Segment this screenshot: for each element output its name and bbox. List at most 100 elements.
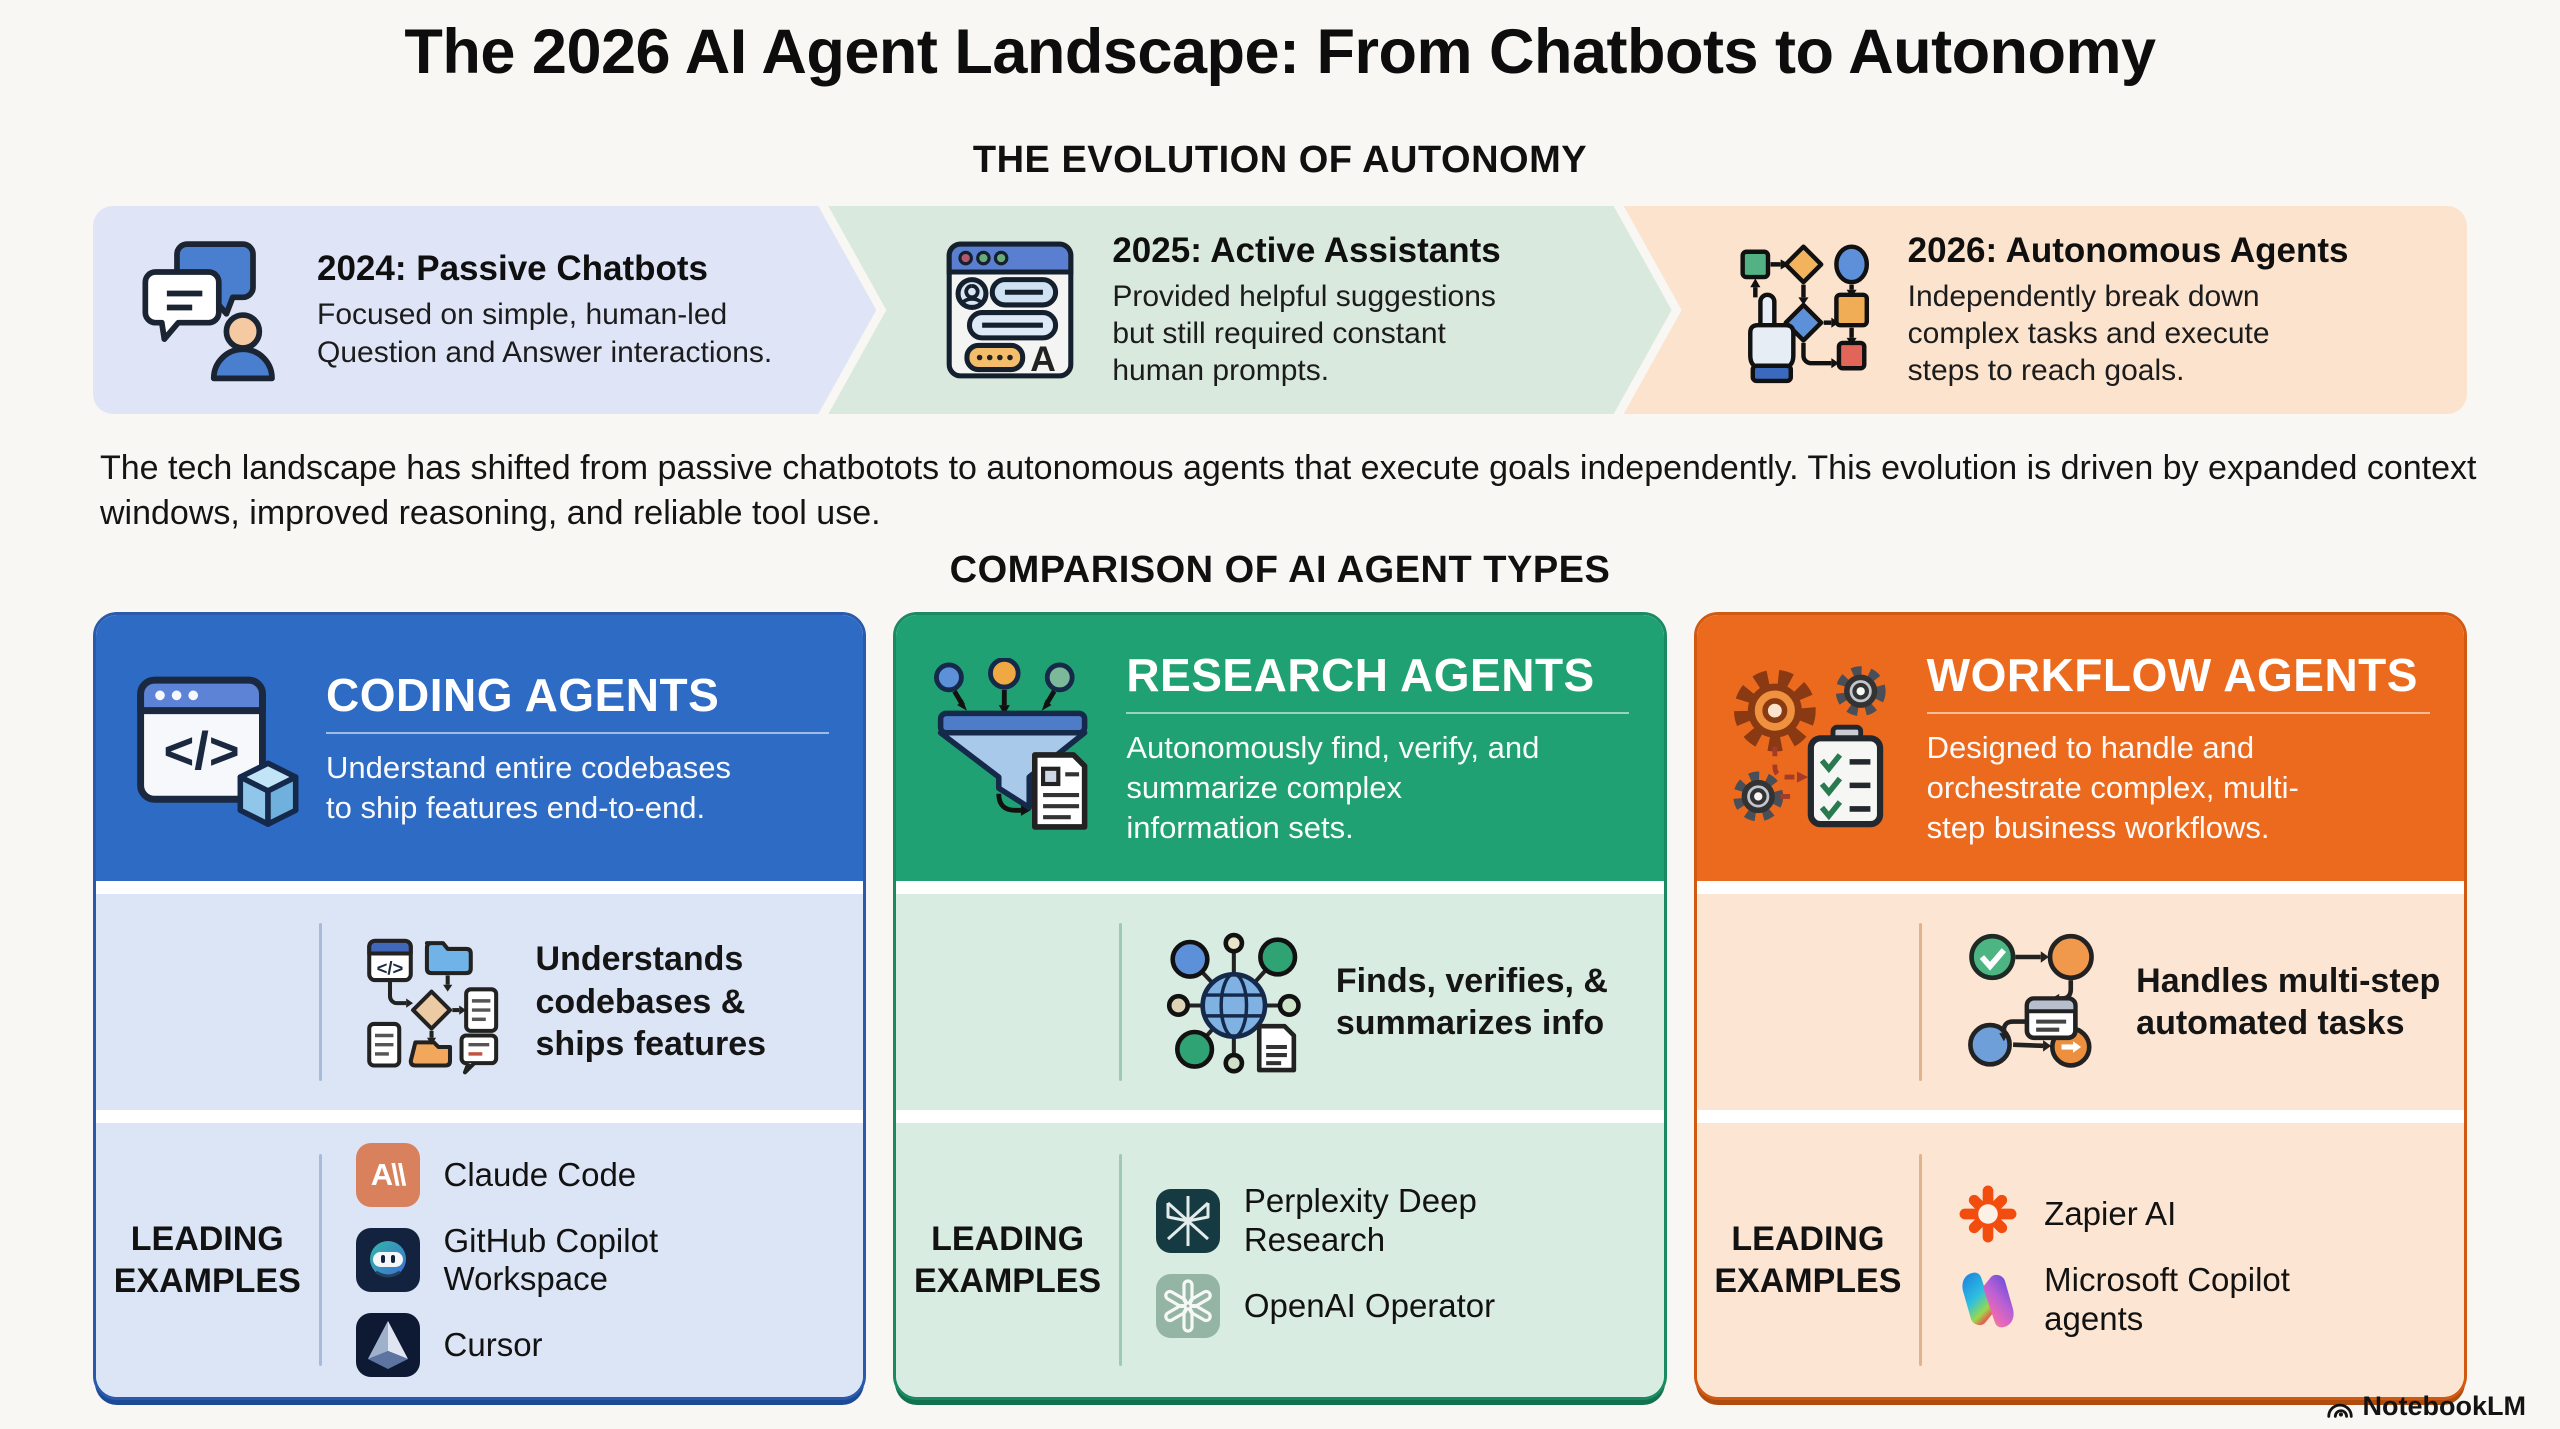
- card-workflow-agents: WORKFLOW AGENTS Designed to handle and o…: [1693, 612, 2467, 1400]
- section-gap: [896, 1110, 1664, 1123]
- card-header: RESEARCH AGENTS Autonomously find, verif…: [896, 615, 1664, 881]
- code-pipeline-icon: </>: [366, 938, 498, 1075]
- example-microsoft-copilot-agents: Microsoft Copilot agents: [1956, 1261, 2450, 1338]
- zapier-icon: [1956, 1182, 2020, 1246]
- stage-title: 2024: Passive Chatbots: [317, 249, 709, 289]
- workflow-gears-icon: [1732, 666, 1886, 828]
- examples-list: A\\ Claude Code: [322, 1123, 864, 1397]
- card-header: </> CODING AGENTS Understand entire code…: [96, 615, 864, 881]
- example-label: Zapier AI: [2044, 1195, 2177, 1233]
- feature-row: Handles multi-step automated tasks: [1696, 894, 2464, 1110]
- timeline-stage-2025: A 2025: Active Assistants Provided helpf…: [828, 206, 1671, 414]
- title-underline: [326, 731, 830, 734]
- timeline-stage-2024: 2024: Passive Chatbots Focused on simple…: [93, 206, 876, 414]
- example-label: Microsoft Copilot agents: [2044, 1261, 2290, 1337]
- section-gap: [96, 881, 864, 894]
- example-label: OpenAI Operator: [1243, 1286, 1496, 1324]
- research-funnel-icon: [934, 658, 1088, 830]
- stage-description: Independently break down complex tasks a…: [1907, 279, 2270, 388]
- comparison-cards: </> CODING AGENTS Understand entire code…: [93, 612, 2467, 1400]
- evolution-timeline: 2024: Passive Chatbots Focused on simple…: [93, 206, 2467, 414]
- feature-content: Handles multi-step automated tasks: [1922, 927, 2464, 1077]
- card-description: Designed to handle and orchestrate compl…: [1926, 729, 2299, 846]
- stage-description: Provided helpful suggestions but still r…: [1112, 279, 1496, 388]
- example-claude-code: A\\ Claude Code: [355, 1142, 850, 1207]
- feature-row: </> Understands codeba: [96, 894, 864, 1110]
- example-label: GitHub Copilot Workspace: [443, 1221, 659, 1297]
- evolution-heading: THE EVOLUTION OF AUTONOMY: [972, 139, 1588, 181]
- title-underline: [1926, 711, 2430, 714]
- section-gap: [96, 1110, 864, 1123]
- feature-left-cell: [96, 894, 319, 1110]
- example-perplexity-deep-research: Perplexity Deep Research: [1155, 1182, 1650, 1259]
- card-research-agents: RESEARCH AGENTS Autonomously find, verif…: [893, 612, 1667, 1400]
- card-description: Autonomously find, verify, and summarize…: [1126, 729, 1540, 846]
- feature-text: Handles multi-step automated tasks: [2136, 961, 2441, 1043]
- claude-icon: A\\: [355, 1142, 420, 1207]
- code-window-cube-icon: </>: [137, 676, 299, 827]
- assistant-window-icon: A: [934, 234, 1086, 386]
- examples-row: LEADING EXAMPLES: [896, 1123, 1664, 1397]
- example-label: Perplexity Deep Research: [1243, 1182, 1477, 1258]
- feature-content: </> Understands codeba: [322, 927, 864, 1077]
- workflow-steps-icon: [1968, 933, 2095, 1068]
- stage-text: 2024: Passive Chatbots Focused on simple…: [317, 249, 822, 370]
- stage-title: 2026: Autonomous Agents: [1907, 230, 2349, 270]
- examples-left-cell: LEADING EXAMPLES: [96, 1123, 319, 1397]
- watermark: NotebookLM: [2325, 1391, 2526, 1422]
- examples-left-cell: LEADING EXAMPLES: [1697, 1123, 1920, 1397]
- card-header-text: RESEARCH AGENTS Autonomously find, verif…: [1126, 648, 1639, 849]
- card-title: RESEARCH AGENTS: [1126, 648, 1595, 701]
- feature-text: Understands codebases & ships features: [535, 940, 767, 1064]
- svg-text:A: A: [1031, 339, 1057, 379]
- examples-row: LEADING EXAMPLES: [1696, 1123, 2464, 1397]
- timeline-stage-2026: 2026: Autonomous Agents Independently br…: [1623, 206, 2467, 414]
- feature-text: Finds, verifies, & summarizes info: [1335, 961, 1608, 1043]
- research-network-icon: [1166, 932, 1301, 1074]
- page-title: The 2026 AI Agent Landscape: From Chatbo…: [404, 17, 2156, 87]
- card-coding-agents: </> CODING AGENTS Understand entire code…: [93, 612, 867, 1400]
- vertical-divider: [1118, 923, 1122, 1081]
- openai-icon: [1155, 1273, 1220, 1338]
- section-gap: [1696, 1110, 2464, 1123]
- microsoft-copilot-icon: [1956, 1268, 2020, 1332]
- leading-examples-label: LEADING EXAMPLES: [113, 1219, 301, 1301]
- card-description: Understand entire codebases to ship feat…: [326, 749, 731, 825]
- svg-text:</>: </>: [163, 722, 239, 781]
- example-zapier-ai: Zapier AI: [1956, 1182, 2450, 1246]
- examples-left-cell: LEADING EXAMPLES: [896, 1123, 1119, 1397]
- vertical-divider: [318, 923, 322, 1081]
- example-label: Cursor: [443, 1326, 543, 1364]
- watermark-label: NotebookLM: [2362, 1391, 2526, 1421]
- evolution-summary: The tech landscape has shifted from pass…: [100, 449, 2477, 533]
- example-label: Claude Code: [443, 1155, 637, 1193]
- card-title: CODING AGENTS: [326, 668, 720, 721]
- perplexity-icon: [1155, 1188, 1220, 1253]
- vertical-divider: [318, 1154, 322, 1366]
- stage-text: 2026: Autonomous Agents Independently br…: [1908, 231, 2349, 390]
- vertical-divider: [1919, 1154, 1923, 1366]
- example-cursor: Cursor: [355, 1313, 850, 1378]
- svg-text:</>: </>: [376, 957, 403, 978]
- feature-left-cell: [1697, 894, 1920, 1110]
- comparison-heading: COMPARISON OF AI AGENT TYPES: [949, 549, 1611, 591]
- card-header-text: WORKFLOW AGENTS Designed to handle and o…: [1926, 648, 2440, 849]
- notebooklm-icon: [2326, 1403, 2353, 1418]
- section-gap: [896, 881, 1664, 894]
- examples-row: LEADING EXAMPLES A\\ Claude Code: [96, 1123, 864, 1397]
- vertical-divider: [1919, 923, 1923, 1081]
- feature-left-cell: [896, 894, 1119, 1110]
- examples-list: Perplexity Deep Research: [1122, 1123, 1664, 1397]
- leading-examples-label: LEADING EXAMPLES: [1714, 1219, 1902, 1301]
- feature-content: Finds, verifies, & summarizes info: [1122, 927, 1664, 1077]
- card-header-text: CODING AGENTS Understand entire codebase…: [326, 668, 839, 829]
- stage-text: 2025: Active Assistants Provided helpful…: [1112, 231, 1544, 390]
- example-openai-operator: OpenAI Operator: [1155, 1273, 1650, 1338]
- section-gap: [1696, 881, 2464, 894]
- title-underline: [1126, 711, 1630, 714]
- flowchart-hand-icon: [1740, 244, 1869, 384]
- stage-title: 2025: Active Assistants: [1112, 230, 1501, 270]
- leading-examples-label: LEADING EXAMPLES: [914, 1219, 1102, 1301]
- example-github-copilot-workspace: GitHub Copilot Workspace: [355, 1221, 850, 1299]
